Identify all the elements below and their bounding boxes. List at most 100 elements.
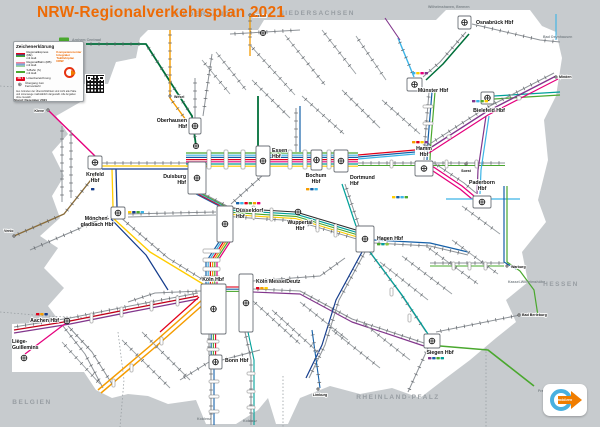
rail-line (429, 168, 473, 200)
station-tick (340, 333, 344, 337)
station-tick (274, 311, 278, 316)
station-tick (285, 322, 290, 326)
station-tick (483, 221, 487, 225)
station-tick (213, 74, 218, 78)
legend-item-badge: RE 1 Linienbezeichnung (16, 77, 55, 81)
station-tick (468, 116, 471, 121)
station-tick (90, 177, 94, 181)
station-box (159, 336, 164, 346)
station-tick (162, 253, 166, 257)
station-tick (199, 276, 203, 281)
station-box (474, 159, 479, 169)
station-tick (477, 216, 481, 221)
station-tick (40, 320, 43, 325)
station-box (206, 149, 212, 170)
line-badge (472, 100, 476, 103)
station-tick (494, 101, 497, 105)
station-tick (146, 46, 151, 50)
station-tick (370, 328, 374, 332)
station-label: Siegen Hbf (426, 350, 453, 356)
station-tick (286, 37, 290, 41)
station-tick (99, 217, 102, 222)
station-tick (74, 356, 78, 360)
station-tick (85, 357, 90, 360)
station-box (208, 409, 220, 414)
station-label: Minden (559, 75, 572, 79)
station-tick (352, 210, 357, 213)
station-tick (316, 74, 320, 78)
station-tick (353, 346, 357, 350)
rail-line (113, 218, 204, 285)
station-tick (455, 325, 458, 330)
station-tick (328, 326, 333, 329)
station-tick (160, 350, 165, 355)
rail-line (215, 51, 247, 91)
station-tick (454, 125, 458, 129)
station-tick (529, 82, 533, 87)
station-tick (244, 336, 248, 338)
station-tick (461, 120, 465, 125)
line-badge (264, 287, 268, 290)
line-badge (420, 141, 424, 144)
station-tick (487, 104, 490, 109)
station-tick (297, 333, 301, 337)
station-tick (338, 310, 341, 315)
station-tick (265, 93, 269, 97)
station-box (202, 248, 221, 254)
station-tick (366, 114, 370, 118)
station-tick (349, 276, 354, 279)
station-box (444, 159, 449, 169)
station-tick (93, 311, 95, 316)
station-tick (69, 350, 73, 354)
page-title: NRW-Regionalverkehrsplan 2021 (37, 4, 286, 21)
station-tick (192, 136, 197, 138)
rail-line (169, 30, 187, 121)
line-badge (484, 100, 488, 103)
station-tick (39, 222, 42, 227)
station-tick (395, 348, 399, 352)
station-box (240, 149, 246, 170)
station-tick (90, 373, 94, 377)
station-tick (259, 87, 263, 91)
station-tick (460, 270, 464, 275)
station-tick (396, 112, 400, 116)
station-tick (149, 339, 153, 343)
station-tick (203, 362, 207, 367)
station-label: Bad Berleburg (522, 313, 547, 317)
re-line-swatch (16, 52, 25, 58)
rail-line (251, 299, 301, 345)
rail-line (381, 99, 421, 135)
station-tick (141, 295, 144, 300)
station-tick (501, 97, 504, 102)
station-tick (317, 355, 322, 358)
rail-line (141, 331, 191, 381)
station-tick (473, 280, 477, 284)
station-tick (434, 63, 438, 67)
station-tick (456, 177, 460, 181)
station-tick (515, 90, 519, 94)
station-tick (277, 323, 281, 327)
station-tick (308, 308, 312, 312)
station-tick (209, 58, 214, 60)
region-label: HESSEN (543, 281, 579, 288)
line-badge (412, 141, 416, 144)
station-tick (442, 286, 446, 290)
external-destination-label: Wilhelmshaven, Bremen (428, 5, 470, 9)
station-tick (310, 103, 314, 107)
station-tick (356, 262, 361, 265)
station-tick (355, 318, 358, 323)
line-badge (420, 72, 424, 75)
station-tick (379, 71, 384, 75)
station-tick (398, 41, 402, 44)
rail-line (252, 291, 425, 347)
station-box (315, 218, 320, 233)
station-tick (251, 47, 255, 51)
line-badge (432, 357, 436, 360)
station-tick (339, 129, 343, 134)
station-tick (320, 348, 325, 351)
station-tick (355, 103, 359, 107)
station-tick (401, 278, 405, 282)
line-badge (128, 211, 132, 214)
station-tick (417, 366, 422, 369)
